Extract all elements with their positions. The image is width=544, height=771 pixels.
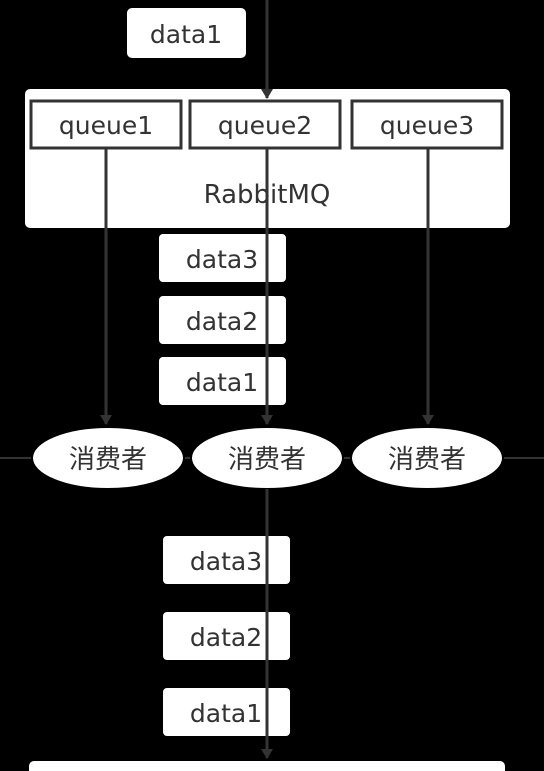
bottom-destination-box bbox=[27, 759, 507, 771]
middle-message-1: data1 bbox=[157, 355, 288, 407]
queue-3: queue3 bbox=[350, 99, 504, 150]
bottom-message-3-label: data3 bbox=[190, 547, 262, 576]
queue-3-label: queue3 bbox=[380, 111, 474, 140]
bottom-message-2: data2 bbox=[161, 610, 292, 662]
top-message-label: data1 bbox=[150, 20, 222, 49]
bottom-message-2-label: data2 bbox=[190, 623, 262, 652]
bottom-message-1: data1 bbox=[161, 686, 292, 738]
middle-message-1-label: data1 bbox=[186, 368, 258, 397]
queue-2: queue2 bbox=[188, 99, 342, 150]
middle-message-3-label: data3 bbox=[186, 245, 258, 274]
queue-1-label: queue1 bbox=[59, 111, 153, 140]
consumer-2-label: 消费者 bbox=[228, 445, 306, 475]
top-message: data1 bbox=[125, 6, 248, 60]
middle-message-2-label: data2 bbox=[186, 307, 258, 336]
consumer-3-label: 消费者 bbox=[388, 445, 466, 475]
bottom-message-3: data3 bbox=[161, 534, 292, 586]
middle-message-3: data3 bbox=[157, 232, 288, 284]
middle-message-2: data2 bbox=[157, 294, 288, 346]
bottom-message-1-label: data1 bbox=[190, 699, 262, 728]
queue-2-label: queue2 bbox=[218, 111, 312, 140]
consumer-2: 消费者 bbox=[190, 426, 344, 490]
consumer-1-label: 消费者 bbox=[69, 445, 147, 475]
consumer-1: 消费者 bbox=[31, 426, 185, 490]
consumer-3: 消费者 bbox=[350, 426, 504, 490]
queue-1: queue1 bbox=[29, 99, 183, 150]
